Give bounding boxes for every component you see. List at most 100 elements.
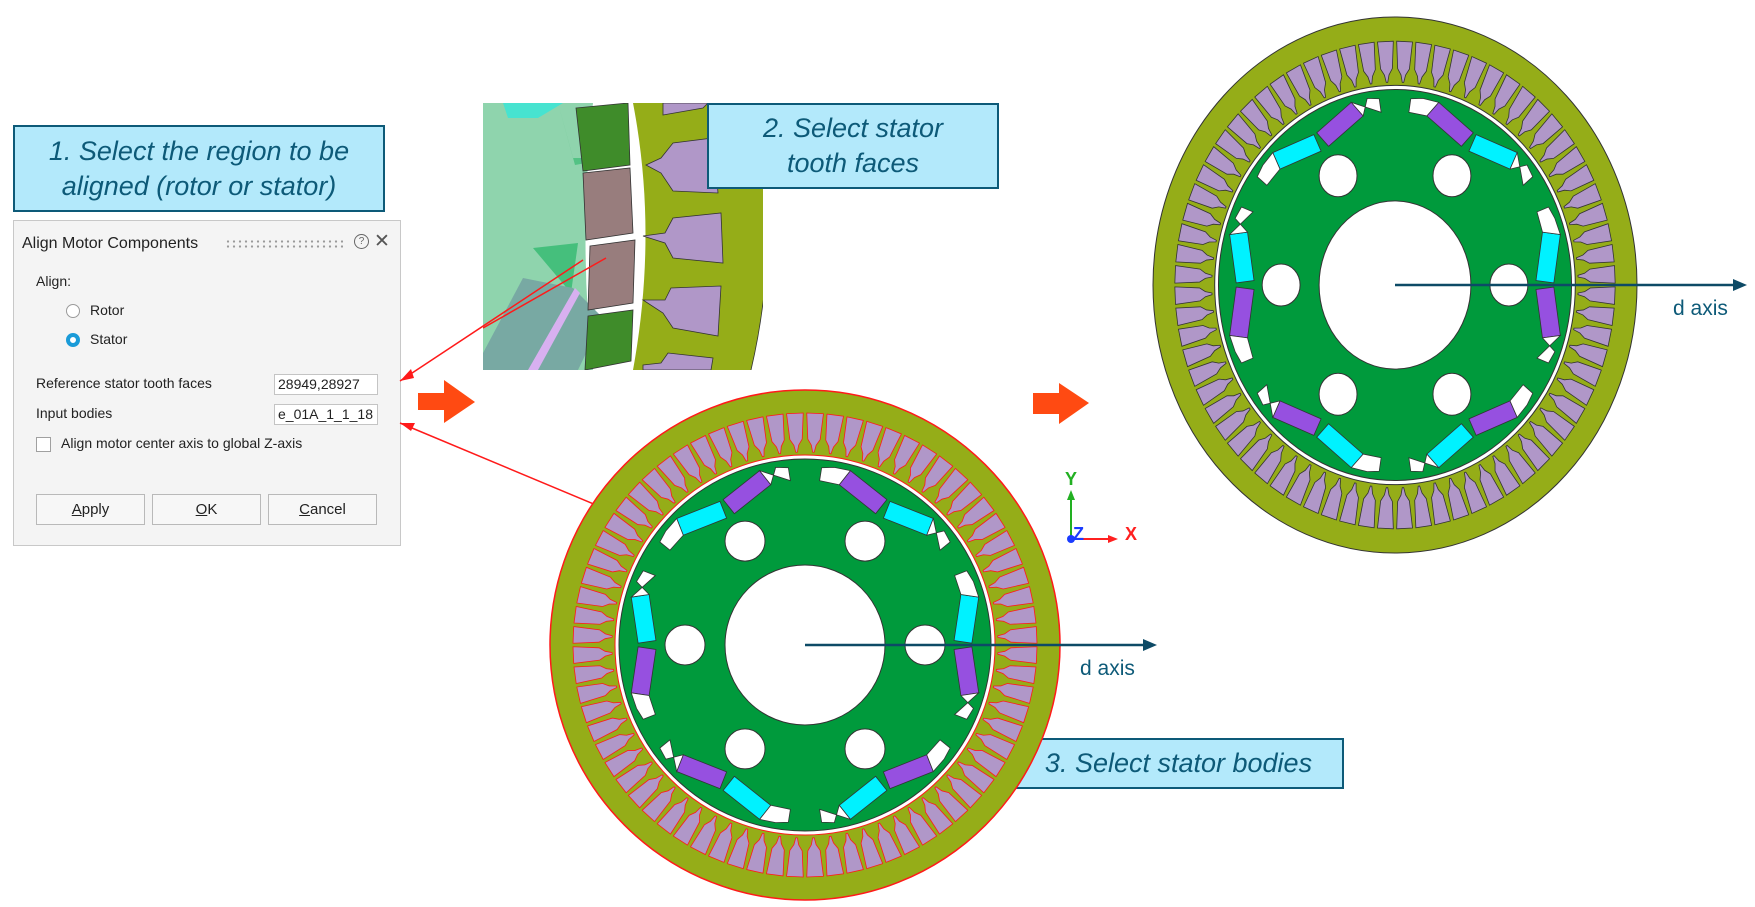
- stator-slot: [604, 512, 644, 543]
- motor-after-alignment: [1152, 16, 1747, 554]
- stator-slot: [1478, 464, 1505, 506]
- stator-slot: [1539, 129, 1575, 163]
- stator-slot: [1517, 98, 1551, 137]
- flux-barrier: [1509, 151, 1534, 187]
- help-icon[interactable]: ?: [354, 234, 369, 249]
- stator-slot: [572, 646, 613, 664]
- stator-slot: [1182, 202, 1222, 227]
- radio-stator-label[interactable]: Stator: [90, 331, 128, 347]
- triad-x-arrow: [1108, 535, 1118, 543]
- stator-slot: [1576, 306, 1615, 327]
- stator-slot: [1573, 325, 1613, 347]
- pointer-line-tooth-faces: [399, 259, 584, 382]
- stator-slot: [892, 434, 921, 475]
- stator-slot: [982, 548, 1023, 573]
- flux-barrier: [954, 570, 980, 598]
- stator-slot: [1377, 487, 1394, 530]
- radio-rotor-label[interactable]: Rotor: [90, 302, 125, 318]
- stator-slot: [1478, 64, 1505, 106]
- slot: [641, 285, 722, 337]
- stator-slot: [1285, 64, 1312, 106]
- stator-slot: [1563, 361, 1602, 387]
- apply-label: pply: [81, 501, 110, 518]
- reference-stator-tooth-faces-field[interactable]: 28949,28927: [274, 374, 378, 395]
- stator-slot: [1505, 85, 1536, 126]
- stator-slot: [786, 412, 804, 453]
- stator-slot: [1517, 433, 1551, 472]
- stator-slot: [580, 566, 622, 590]
- close-icon[interactable]: ✕: [374, 231, 390, 252]
- stator-slot: [587, 717, 628, 742]
- stator-slot: [892, 815, 921, 856]
- stator-slot: [1539, 407, 1575, 441]
- stator-slot: [615, 496, 653, 529]
- stator-slot: [1175, 306, 1214, 327]
- stator-slot: [576, 683, 618, 704]
- rotor-hole: [664, 624, 706, 666]
- slot: [642, 352, 714, 370]
- align-z-axis-label[interactable]: Align motor center axis to global Z-axis: [61, 435, 303, 451]
- ok-button[interactable]: OK: [152, 494, 261, 525]
- rotor-hole: [1261, 263, 1301, 307]
- align-label: Align:: [36, 273, 72, 289]
- dialog-title: Align Motor Components: [22, 235, 199, 252]
- tooth-selected-1[interactable]: [582, 167, 634, 241]
- stator-slot: [746, 832, 767, 874]
- drag-handle[interactable]: [225, 239, 343, 249]
- stator-slot: [615, 761, 653, 794]
- stator-slot: [1195, 164, 1234, 193]
- tooth-selected-2[interactable]: [587, 239, 636, 311]
- callout-step-1-line1: 1. Select the region to be: [48, 135, 350, 166]
- pointer-arrowhead-bodies: [400, 423, 415, 431]
- cancel-button[interactable]: Cancel: [268, 494, 377, 525]
- flux-barrier: [1350, 453, 1382, 473]
- stator-slot: [992, 586, 1034, 607]
- stator-slot: [921, 455, 954, 493]
- stator-slot: [1226, 113, 1261, 150]
- rotor-hole: [1432, 154, 1472, 198]
- stator-slot: [672, 806, 703, 846]
- flux-barrier: [1229, 335, 1254, 364]
- radio-stator-button[interactable]: [66, 333, 80, 347]
- stator-slot: [573, 605, 615, 625]
- flux-barrier: [1408, 97, 1440, 117]
- stator-slot: [1396, 487, 1413, 530]
- callout-step-1-line2: aligned (rotor or stator): [61, 170, 337, 201]
- callout-step-2-line1: 2. Select stator: [762, 113, 944, 143]
- stator-slot: [1269, 74, 1298, 115]
- stator-slot: [641, 786, 676, 823]
- flux-barrier: [819, 804, 852, 824]
- input-bodies-label: Input bodies: [36, 405, 113, 421]
- stator-slot: [641, 467, 676, 504]
- stator-slot: [1529, 420, 1564, 457]
- callout-step-2-line2: tooth faces: [786, 148, 920, 178]
- stator-slot: [1254, 85, 1285, 126]
- align-z-axis-checkbox[interactable]: [36, 437, 51, 452]
- stator-slot: [786, 837, 804, 878]
- flux-barrier: [1349, 97, 1382, 117]
- stator-slot: [907, 806, 938, 846]
- stator-slot: [1577, 265, 1616, 284]
- selection-pointer-line: [483, 257, 607, 329]
- step-arrow-1: [418, 380, 475, 423]
- flux-barrier: [819, 467, 852, 486]
- stator-slot: [604, 747, 644, 778]
- rotor-hole: [1318, 154, 1358, 198]
- stator-slot: [957, 761, 995, 794]
- stator-slot: [957, 496, 995, 529]
- stator-slot: [1285, 464, 1312, 506]
- apply-button[interactable]: Apply: [36, 494, 145, 525]
- stator-slot: [988, 566, 1030, 590]
- stator-slot: [1204, 392, 1242, 424]
- radio-rotor-button[interactable]: [66, 304, 80, 318]
- stator-slot: [656, 455, 689, 493]
- input-bodies-field[interactable]: e_01A_1_1_18: [274, 404, 378, 425]
- stator-slot: [1182, 343, 1222, 368]
- stator-slot: [726, 828, 750, 870]
- triad-x-label: X: [1125, 524, 1137, 544]
- flux-barrier: [1256, 383, 1281, 419]
- stator-slot: [1339, 44, 1359, 88]
- motor-before-alignment[interactable]: [549, 389, 1157, 901]
- stator-slot: [1492, 74, 1521, 115]
